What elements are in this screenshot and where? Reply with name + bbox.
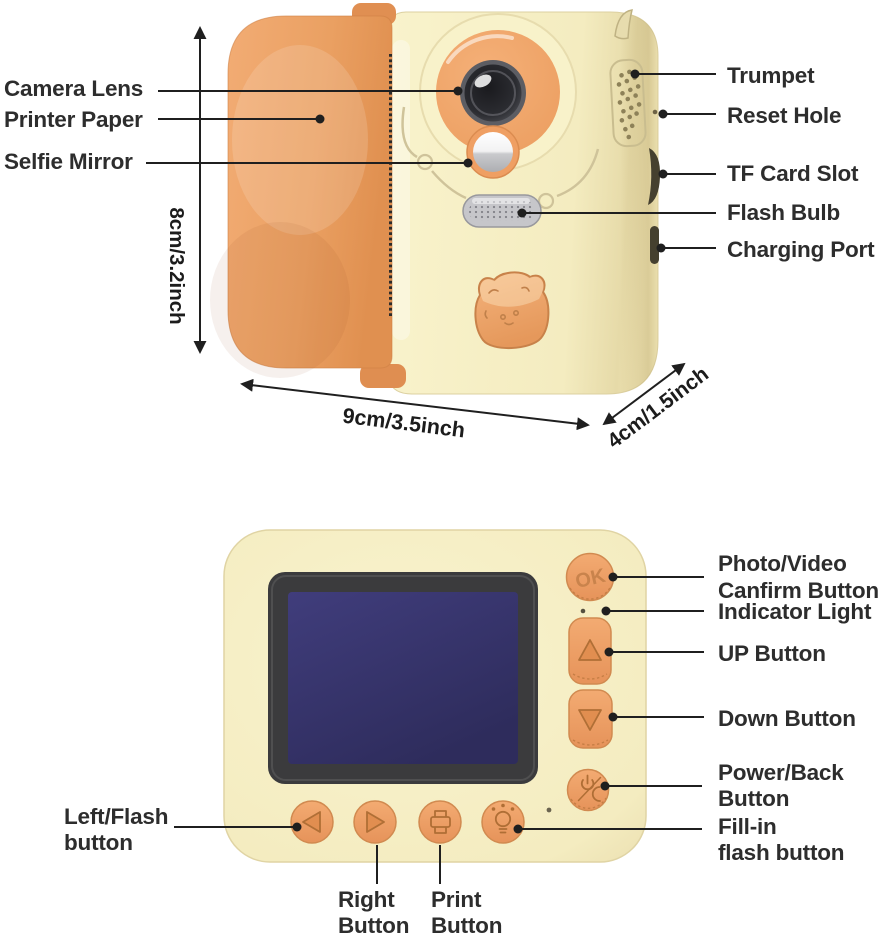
down-button: [568, 689, 613, 749]
left-arrow-icon: [302, 811, 321, 833]
screen-display: [288, 592, 518, 764]
label-trumpet: Trumpet: [727, 63, 815, 88]
width-dimension-label: 9cm/3.5inch: [341, 404, 466, 443]
label-down-button: Down Button: [718, 706, 856, 731]
label-right-button: Right Button: [338, 887, 410, 938]
height-dimension-label: 8cm/3.2inch: [165, 207, 188, 324]
dimension-arrows: [193, 26, 686, 431]
label-left-flash-button: Left/Flash button: [64, 804, 169, 855]
decorative-dot: [546, 807, 552, 813]
printer-icon: [430, 810, 451, 834]
connector-lines: [146, 69, 716, 884]
label-printer-paper: Printer Paper: [4, 107, 143, 132]
label-fill-flash-button: Fill-in flash button: [718, 814, 845, 865]
flash-bulb: [462, 194, 542, 228]
label-flash-bulb: Flash Bulb: [727, 200, 841, 225]
reset-hole: [652, 109, 658, 115]
bear-shutter-button: [474, 271, 550, 350]
label-power-back-button: Power/Back Button: [718, 760, 844, 811]
print-button: [418, 800, 462, 844]
width-dimension-arrow: [240, 378, 590, 431]
selfie-mirror: [466, 125, 520, 179]
front-view-illustration: [210, 3, 661, 395]
back-view-illustration: OK: [223, 529, 647, 863]
label-print-button: Print Button: [431, 887, 503, 938]
label-indicator-light: Indicator Light: [718, 599, 872, 624]
right-button: [353, 800, 397, 844]
up-button: [568, 617, 612, 685]
ok-button: OK: [565, 552, 615, 602]
light-bulb-icon: [491, 803, 515, 834]
depth-dimension-arrow: [602, 362, 686, 426]
up-arrow-icon: [578, 639, 602, 661]
label-camera-lens: Camera Lens: [4, 76, 144, 101]
indicator-light: [580, 608, 586, 614]
down-arrow-icon: [578, 709, 602, 731]
label-selfie-mirror: Selfie Mirror: [4, 149, 133, 174]
camera-lens: [419, 13, 577, 171]
charging-port: [650, 226, 659, 264]
printer-paper-compartment: [210, 15, 393, 378]
trumpet-speaker-grille: [609, 58, 647, 148]
label-reset-hole: Reset Hole: [727, 103, 842, 128]
right-arrow-icon: [366, 811, 385, 833]
label-confirm-button: Photo/Video Canfirm Button: [718, 551, 879, 603]
tf-card-slot: [648, 148, 661, 205]
label-charging-port: Charging Port: [727, 237, 875, 262]
label-up-button: UP Button: [718, 641, 826, 666]
fill-flash-button: [481, 800, 525, 844]
power-back-icon: [577, 774, 602, 802]
power-back-button: [566, 768, 610, 812]
lanyard-notch: [614, 9, 633, 40]
left-flash-button: [290, 800, 334, 844]
screen: [268, 572, 538, 784]
decorative-arcs: [401, 106, 600, 210]
label-tf-card-slot: TF Card Slot: [727, 161, 859, 186]
